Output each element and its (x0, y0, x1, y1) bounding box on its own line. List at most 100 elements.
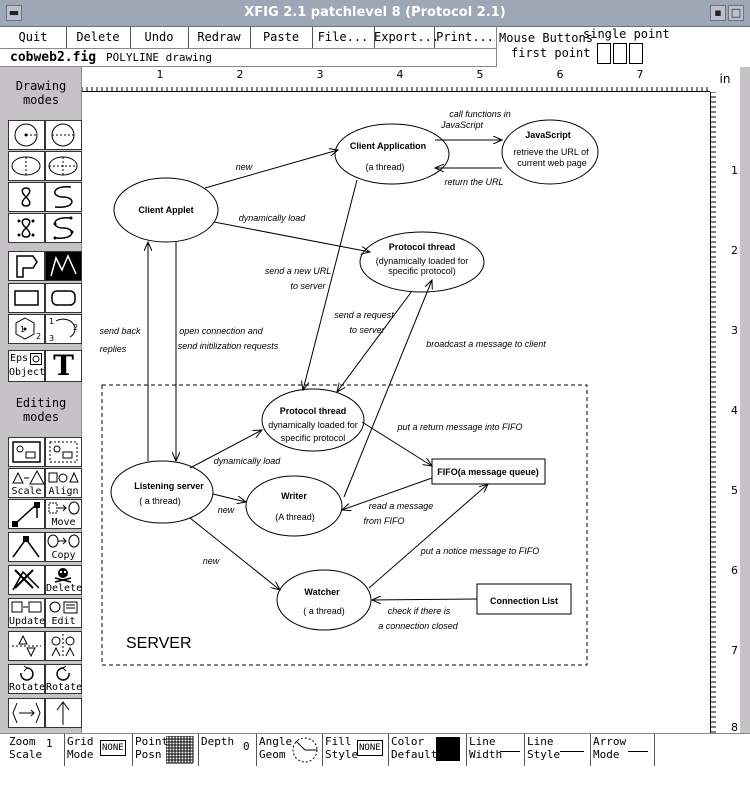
edit-button[interactable]: Edit (45, 598, 82, 628)
ellipse-radius-button[interactable] (8, 151, 45, 181)
color-swatch (436, 737, 460, 761)
arrow-head-button[interactable] (45, 698, 82, 728)
skull-icon (54, 568, 72, 583)
label-dyn-load-2: dynamically load (214, 456, 282, 466)
text-button[interactable]: T (45, 349, 82, 382)
scale-button[interactable]: Scale (8, 468, 45, 498)
protocol-thread-server-sub1: dynamically loaded for (268, 420, 358, 430)
closed-spline-button[interactable] (8, 182, 45, 212)
line-width-label-2: Width (469, 748, 503, 761)
right-ruler-label-2: 2 (731, 244, 738, 257)
polyline-icon (50, 254, 77, 277)
point-position-control[interactable]: Point Posn (132, 734, 199, 766)
label-new-3: new (203, 556, 220, 566)
color-control[interactable]: Color Default (388, 734, 467, 766)
align-button[interactable]: Align (45, 468, 82, 498)
break-compound-button[interactable] (45, 437, 82, 467)
arc-box-button[interactable] (45, 283, 82, 313)
file-name: cobweb2.fig (10, 50, 97, 65)
edit-label: Edit (51, 616, 76, 627)
window-menu-icon: ▬ (8, 6, 20, 19)
title-bar[interactable]: ▬ XFIG 2.1 patchlevel 8 (Protocol 2.1) ▪… (0, 0, 750, 27)
copy-label: Copy (51, 550, 76, 561)
open-interp-spline-button[interactable] (45, 213, 82, 243)
file-menu-button[interactable]: File... (312, 27, 375, 48)
move-button[interactable]: Move (45, 499, 82, 529)
mouse-button-2-indicator (613, 43, 627, 64)
line-style-label-2: Style (527, 748, 561, 761)
fill-style-control[interactable]: Fill Style NONE (322, 734, 389, 766)
box-button[interactable] (8, 283, 45, 313)
closed-interp-spline-button[interactable] (8, 213, 45, 243)
label-check-1: check if there is (388, 606, 451, 616)
move-point-button[interactable] (8, 499, 45, 529)
open-spline-button[interactable] (45, 182, 82, 212)
client-applet-node[interactable] (113, 177, 219, 243)
convert-spline-button[interactable] (8, 698, 45, 728)
label-new-1: new (236, 162, 253, 172)
delete-point-button[interactable] (8, 565, 45, 595)
copy-icon (47, 534, 80, 548)
angle-geometry-control[interactable]: Angle Geom (256, 734, 323, 766)
maximize-button[interactable]: □ (728, 5, 744, 21)
flip-vertical-button[interactable] (8, 631, 45, 661)
rotate-cw-button[interactable]: Rotate (45, 664, 82, 694)
client-application-node[interactable] (334, 123, 450, 185)
paste-button[interactable]: Paste (250, 27, 313, 48)
polyline-button[interactable] (45, 251, 82, 281)
flip-horizontal-button[interactable] (45, 631, 82, 661)
ellipse-diameter-button[interactable] (45, 151, 82, 181)
convert-spline-icon (12, 702, 41, 724)
rotate-ccw-button[interactable]: Rotate (8, 664, 45, 694)
update-icon (11, 601, 42, 613)
quit-button[interactable]: Quit (0, 27, 67, 48)
export-menu-button[interactable]: Export... (374, 27, 439, 48)
javascript-node[interactable] (501, 119, 599, 185)
minimize-button[interactable]: ▪ (710, 5, 726, 21)
ellipse-diameter-icon (48, 156, 78, 176)
copy-button[interactable]: Copy (45, 532, 82, 562)
window-menu-button[interactable]: ▬ (6, 5, 22, 21)
print-menu-button[interactable]: Print... (434, 27, 497, 48)
delete-button[interactable]: Delete (45, 565, 82, 595)
listening-server-node[interactable] (110, 460, 214, 524)
depth-control[interactable]: Depth 0 (198, 734, 257, 766)
protocol-thread-server-node[interactable] (261, 388, 365, 452)
edge-put-return (361, 421, 432, 466)
top-ruler-label-2: 2 (237, 68, 244, 81)
label-send-request-2: to server (349, 325, 385, 335)
edge-new-watcher (189, 517, 280, 590)
label-send-url-1: send a new URL (265, 266, 332, 276)
update-button[interactable]: Update (8, 598, 45, 628)
grid-label: Grid (67, 735, 94, 748)
protocol-thread-client-node[interactable] (359, 231, 485, 293)
protocol-thread-server-sub2: specific protocol (281, 433, 346, 443)
right-ruler-label-1: 1 (731, 164, 738, 177)
polygon-button[interactable] (8, 251, 45, 281)
line-width-control[interactable]: Line Width (466, 734, 525, 766)
point-label: Point (135, 735, 169, 748)
svg-text:1: 1 (20, 325, 25, 334)
label-check-2: a connection closed (378, 621, 459, 631)
javascript-sub1: retrieve the URL of (513, 147, 589, 157)
drawing-canvas[interactable]: call functions in JavaScript return the … (82, 92, 710, 733)
circle-diameter-button[interactable] (45, 120, 82, 150)
eps-object-button[interactable]: Eps Object (8, 350, 45, 382)
line-style-control[interactable]: Line Style (524, 734, 591, 766)
grid-mode-control[interactable]: Grid Mode NONE (64, 734, 133, 766)
delete-all-button[interactable]: Delete ALL (66, 27, 131, 65)
glue-compound-button[interactable] (8, 437, 45, 467)
arrow-mode-control[interactable]: Arrow Mode (590, 734, 655, 766)
redraw-button[interactable]: Redraw (188, 27, 251, 48)
watcher-node[interactable] (276, 569, 372, 631)
add-point-button[interactable] (8, 532, 45, 562)
arrow-mode-sample (628, 751, 648, 752)
writer-node[interactable] (245, 475, 343, 537)
undo-button[interactable]: Undo (130, 27, 189, 48)
javascript-title: JavaScript (525, 130, 571, 140)
zoom-scale-control[interactable]: Zoom Scale 1 (0, 734, 65, 766)
circle-radius-button[interactable] (8, 120, 45, 150)
label-open-connection-1: open connection and (179, 326, 264, 336)
